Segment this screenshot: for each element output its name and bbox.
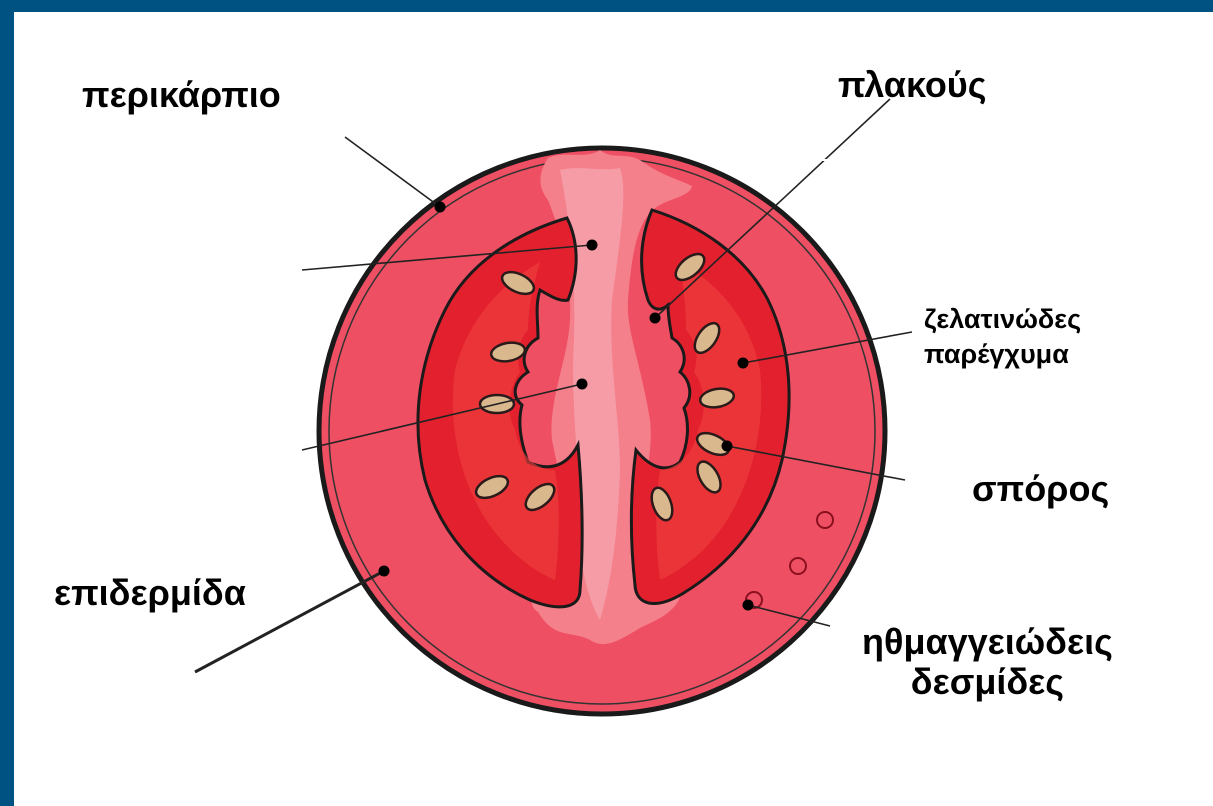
dot-placenta (650, 313, 661, 324)
dot-pericarp (435, 202, 446, 213)
label-vascular-line2: δεσμίδες (862, 662, 1113, 702)
label-seed: σπόρος (972, 468, 1109, 509)
label-vascular-line1: ηθμαγγειώδεις (862, 622, 1113, 662)
label-gel-line1: ζελατινώδες (924, 302, 1081, 337)
leader-pericarp (345, 137, 440, 207)
dot-vascular (743, 600, 754, 611)
dot-gel (738, 358, 749, 369)
dot-core-top (587, 240, 598, 251)
dot-core-mid (577, 379, 588, 390)
dot-seed (722, 441, 733, 452)
label-placenta: πλακούς (838, 64, 986, 105)
label-vascular-bundles: ηθμαγγειώδεις δεσμίδες (862, 622, 1113, 701)
slide-canvas: περικάρπιο πλακούς ζελατινώδες παρέγχυμα… (14, 12, 1213, 806)
label-gel-line2: παρέγχυμα (924, 337, 1081, 372)
label-pericarp: περικάρπιο (82, 74, 281, 115)
label-gelatinous-parenchyma: ζελατινώδες παρέγχυμα (924, 302, 1081, 372)
label-epidermis: επιδερμίδα (54, 572, 246, 613)
dot-epidermis (379, 566, 390, 577)
